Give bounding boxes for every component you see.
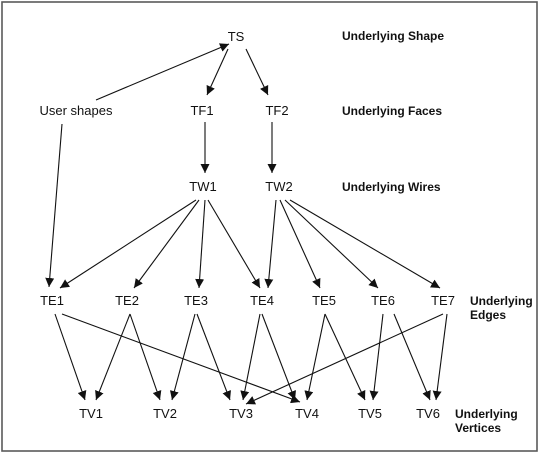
arrow-tw1-to-te4 — [207, 199, 261, 289]
node-te2: TE2 — [115, 293, 139, 308]
level-label-vertices-line-2: Vertices — [455, 421, 501, 435]
arrow-te5-to-tv5 — [324, 313, 366, 401]
level-label-shape: Underlying Shape — [342, 29, 444, 43]
node-te3: TE3 — [184, 293, 208, 308]
arrow-te4-to-tv3 — [240, 313, 261, 401]
node-tw2: TW2 — [265, 179, 292, 194]
arrow-te2-to-tv1 — [95, 313, 131, 401]
node-tv2: TV2 — [153, 406, 177, 421]
node-te5: TE5 — [312, 293, 336, 308]
node-tv1: TV1 — [79, 406, 103, 421]
node-te6: TE6 — [371, 293, 395, 308]
arrow-te4-to-tv4 — [261, 313, 296, 401]
arrow-tw1-to-te3 — [195, 199, 206, 289]
node-tv4: TV4 — [295, 406, 319, 421]
level-label-edges-line-1: Underlying — [470, 294, 533, 308]
arrow-te1-to-tv4 — [61, 313, 301, 404]
arrow-te3-to-tv3 — [196, 313, 231, 401]
arrow-te1-to-tv1 — [54, 313, 87, 401]
arrow-ts-to-tf1 — [206, 48, 229, 96]
arrow-tw2-to-te5 — [279, 199, 321, 289]
node-tf1: TF1 — [190, 103, 213, 118]
node-tv3: TV3 — [229, 406, 253, 421]
arrow-te7-to-tv6 — [432, 313, 448, 401]
arrow-te6-to-tv6 — [393, 313, 431, 401]
arrow-tw2-to-te7 — [289, 199, 441, 289]
arrow-te2-to-tv2 — [129, 313, 162, 401]
arrow-te7-to-tv3 — [245, 313, 444, 405]
level-label-edges-line-2: Edges — [470, 308, 506, 322]
node-ts: TS — [228, 29, 245, 44]
arrow-tw2-to-te4 — [264, 199, 277, 289]
arrow-te5-to-tv4 — [304, 313, 326, 401]
arrow-us-to-ts — [95, 43, 230, 101]
node-us: User shapes — [40, 103, 113, 118]
level-label-faces: Underlying Faces — [342, 104, 442, 118]
edges-layer — [45, 43, 448, 405]
arrow-tw1-to-te2 — [133, 199, 200, 289]
level-label-wires: Underlying Wires — [342, 180, 441, 194]
node-tf2: TF2 — [265, 103, 288, 118]
arrow-te3-to-tv2 — [169, 313, 196, 401]
node-tv5: TV5 — [358, 406, 382, 421]
node-tv6: TV6 — [416, 406, 440, 421]
arrow-tw1-to-te1 — [59, 199, 197, 289]
arrow-te6-to-tv5 — [369, 313, 384, 401]
arrow-us-to-te1 — [45, 123, 63, 288]
node-tw1: TW1 — [189, 179, 216, 194]
node-te1: TE1 — [40, 293, 64, 308]
node-te7: TE7 — [431, 293, 455, 308]
arrow-ts-to-tf2 — [245, 48, 269, 96]
node-te4: TE4 — [250, 293, 274, 308]
arrow-tw2-to-te6 — [284, 199, 379, 289]
level-label-vertices-line-1: Underlying — [455, 407, 518, 421]
